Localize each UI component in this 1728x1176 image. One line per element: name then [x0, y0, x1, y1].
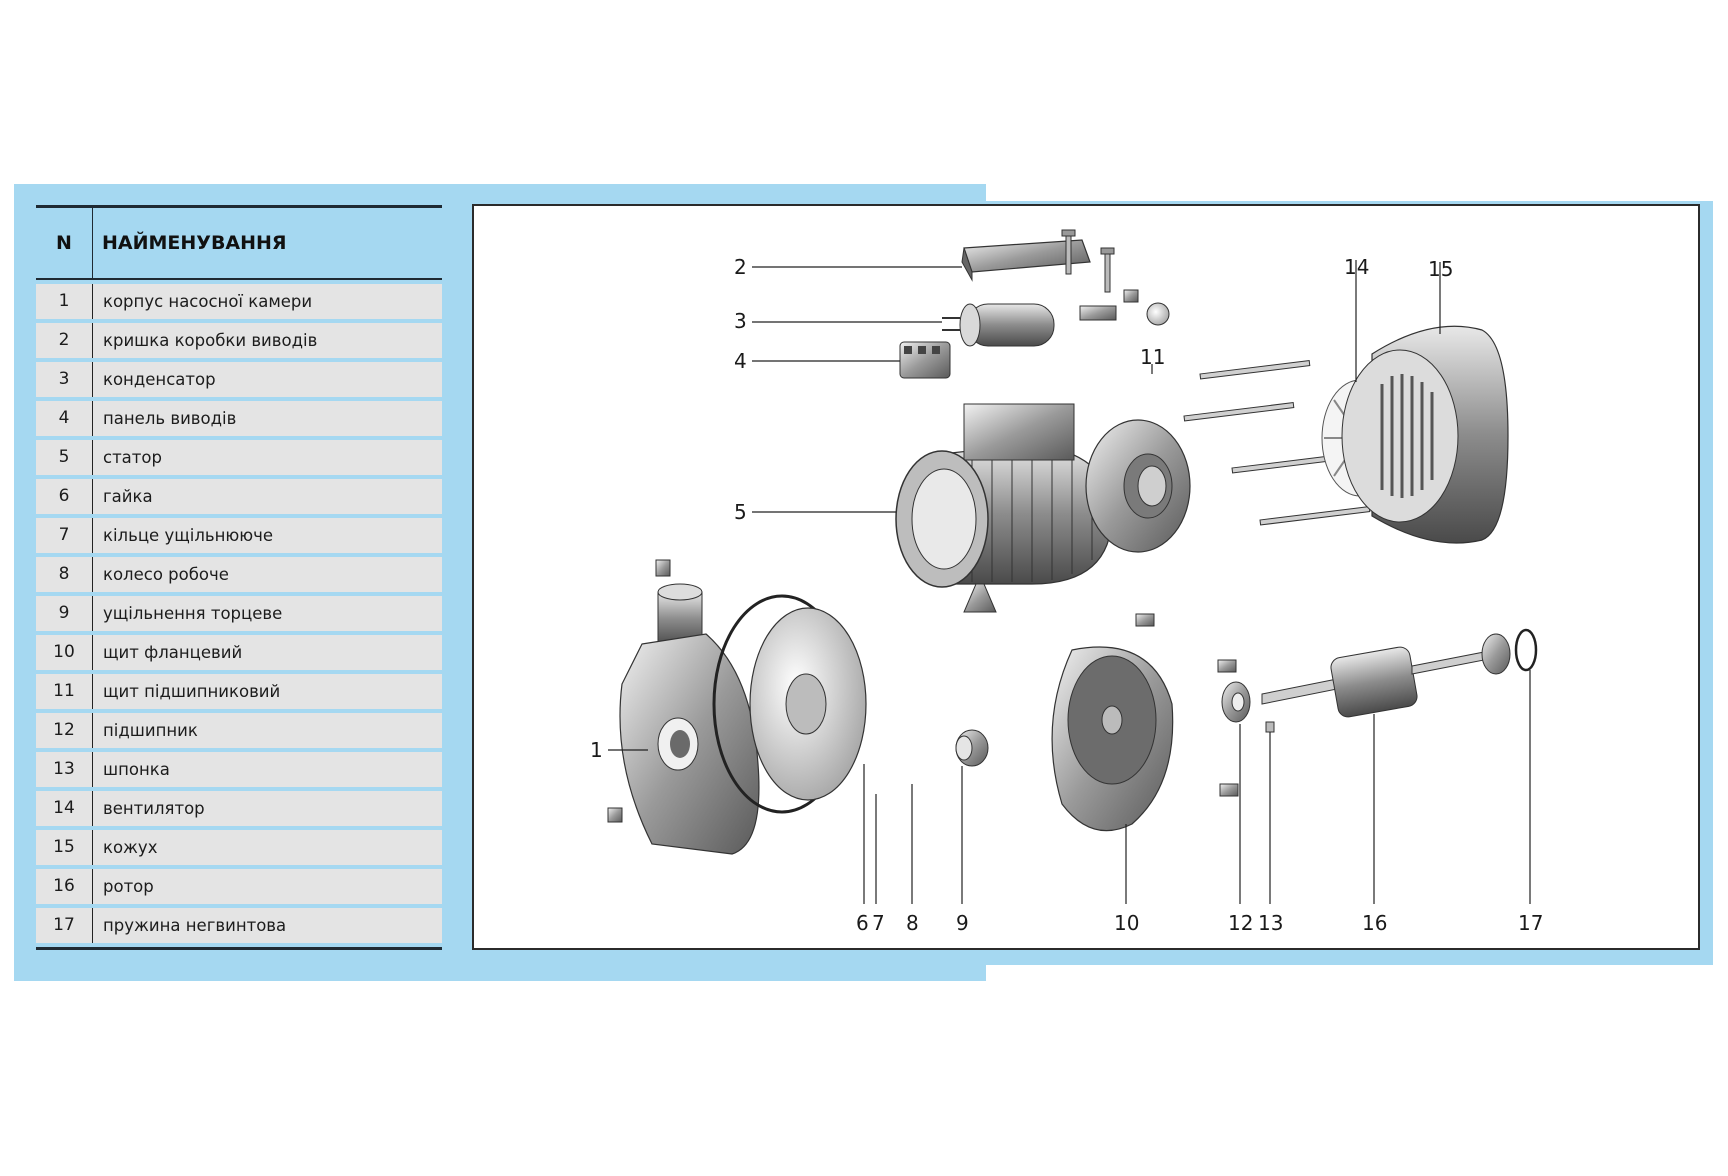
row-name: гайка: [103, 487, 153, 506]
row-number: 13: [36, 752, 93, 787]
table-row: 12 підшипник: [36, 713, 442, 748]
row-number: 1: [36, 284, 93, 319]
row-number: 14: [36, 791, 93, 826]
row-name: кожух: [103, 838, 158, 857]
row-name: пружина негвинтова: [103, 916, 287, 935]
bearing-shield-part: [1085, 419, 1191, 553]
row-name: шпонка: [103, 760, 170, 779]
callout-7: 7: [872, 911, 885, 935]
row-name: панель виводів: [103, 409, 237, 428]
row-name: щит фланцевий: [103, 643, 243, 662]
callout-14: 14: [1344, 255, 1369, 279]
table-row: 8 колесо робоче: [36, 557, 442, 592]
row-name: щит підшипниковий: [103, 682, 281, 701]
table-row: 17 пружина негвинтова: [36, 908, 442, 943]
row-number: 5: [36, 440, 93, 475]
stator-housing-part: [895, 403, 1113, 588]
pump-chamber-body-part: [619, 583, 760, 855]
table-row: 15 кожух: [36, 830, 442, 865]
callout-6: 6: [856, 911, 869, 935]
table-header: N НАЙМЕНУВАННЯ: [36, 205, 442, 280]
callout-2: 2: [734, 255, 747, 279]
callout-3: 3: [734, 309, 747, 333]
row-name: колесо робоче: [103, 565, 229, 584]
small-fasteners-part: [1061, 229, 1170, 326]
callout-11: 11: [1140, 345, 1165, 369]
table-row: 2 кришка коробки виводів: [36, 323, 442, 358]
terminal-box-cover-part: [961, 239, 1091, 282]
row-name: корпус насосної камери: [103, 292, 313, 311]
table-row: 14 вентилятор: [36, 791, 442, 826]
row-number: 16: [36, 869, 93, 904]
key-part: [1265, 721, 1275, 733]
row-number: 15: [36, 830, 93, 865]
table-row: 16 ротор: [36, 869, 442, 904]
callout-5: 5: [734, 500, 747, 524]
terminal-panel-part: [899, 341, 951, 379]
table-row: 7 кільце ущільнююче: [36, 518, 442, 553]
row-name: підшипник: [103, 721, 198, 740]
row-number: 2: [36, 323, 93, 358]
table-row: 13 шпонка: [36, 752, 442, 787]
callout-12: 12: [1228, 911, 1253, 935]
screw-part: [1219, 783, 1239, 797]
fill-plug-part: [607, 807, 623, 823]
callout-15: 15: [1428, 257, 1453, 281]
table-row: 1 корпус насосної камери: [36, 284, 442, 319]
end-bearing-part: [1481, 633, 1511, 675]
row-name: статор: [103, 448, 162, 467]
table-row: 6 гайка: [36, 479, 442, 514]
table-row: 4 панель виводів: [36, 401, 442, 436]
header-name: НАЙМЕНУВАННЯ: [102, 232, 287, 254]
drain-plug-part: [655, 559, 671, 577]
screw-part: [1217, 659, 1237, 673]
fan-cover-part: [1341, 325, 1509, 544]
row-number: 17: [36, 908, 93, 943]
impeller-part: [749, 607, 867, 801]
table-row: 11 щит підшипниковий: [36, 674, 442, 709]
header-number: N: [56, 232, 72, 254]
callout-10: 10: [1114, 911, 1139, 935]
exploded-pump-diagram: 2 3 4 5 1 11 14 15 6 7 8 9 10 12 13 16 1…: [590, 229, 1543, 935]
callout-16: 16: [1362, 911, 1387, 935]
row-name: ротор: [103, 877, 154, 896]
leader-lines: [608, 260, 1531, 904]
wave-spring-part: [1514, 628, 1538, 672]
rotor-part: [1261, 646, 1485, 718]
row-name: кільце ущільнююче: [103, 526, 274, 545]
row-number: 8: [36, 557, 93, 592]
callout-13: 13: [1258, 911, 1283, 935]
callout-9: 9: [956, 911, 969, 935]
row-number: 3: [36, 362, 93, 397]
table-row: 9 ущільнення торцеве: [36, 596, 442, 631]
deflector-part: [963, 583, 997, 613]
parts-table: N НАЙМЕНУВАННЯ 1 корпус насосної камери 2…: [36, 205, 442, 950]
table-row: 10 щит фланцевий: [36, 635, 442, 670]
table-row: 5 статор: [36, 440, 442, 475]
flange-shield-part: [1051, 646, 1174, 832]
mechanical-seal-part: [955, 729, 989, 767]
screw-part: [1135, 613, 1155, 627]
capacitor-part: [942, 303, 1055, 347]
table-row: 3 конденсатор: [36, 362, 442, 397]
row-name: вентилятор: [103, 799, 205, 818]
row-number: 9: [36, 596, 93, 631]
bearing-part: [1221, 681, 1251, 723]
table-bottom-rule: [36, 947, 442, 950]
callout-17: 17: [1518, 911, 1543, 935]
row-number: 11: [36, 674, 93, 709]
row-number: 4: [36, 401, 93, 436]
callout-1: 1: [590, 738, 603, 762]
row-number: 7: [36, 518, 93, 553]
row-name: кришка коробки виводів: [103, 331, 318, 350]
row-number: 10: [36, 635, 93, 670]
row-number: 12: [36, 713, 93, 748]
row-number: 6: [36, 479, 93, 514]
row-name: ущільнення торцеве: [103, 604, 283, 623]
row-name: конденсатор: [103, 370, 216, 389]
callout-8: 8: [906, 911, 919, 935]
callout-4: 4: [734, 349, 747, 373]
header-divider: [92, 208, 93, 278]
